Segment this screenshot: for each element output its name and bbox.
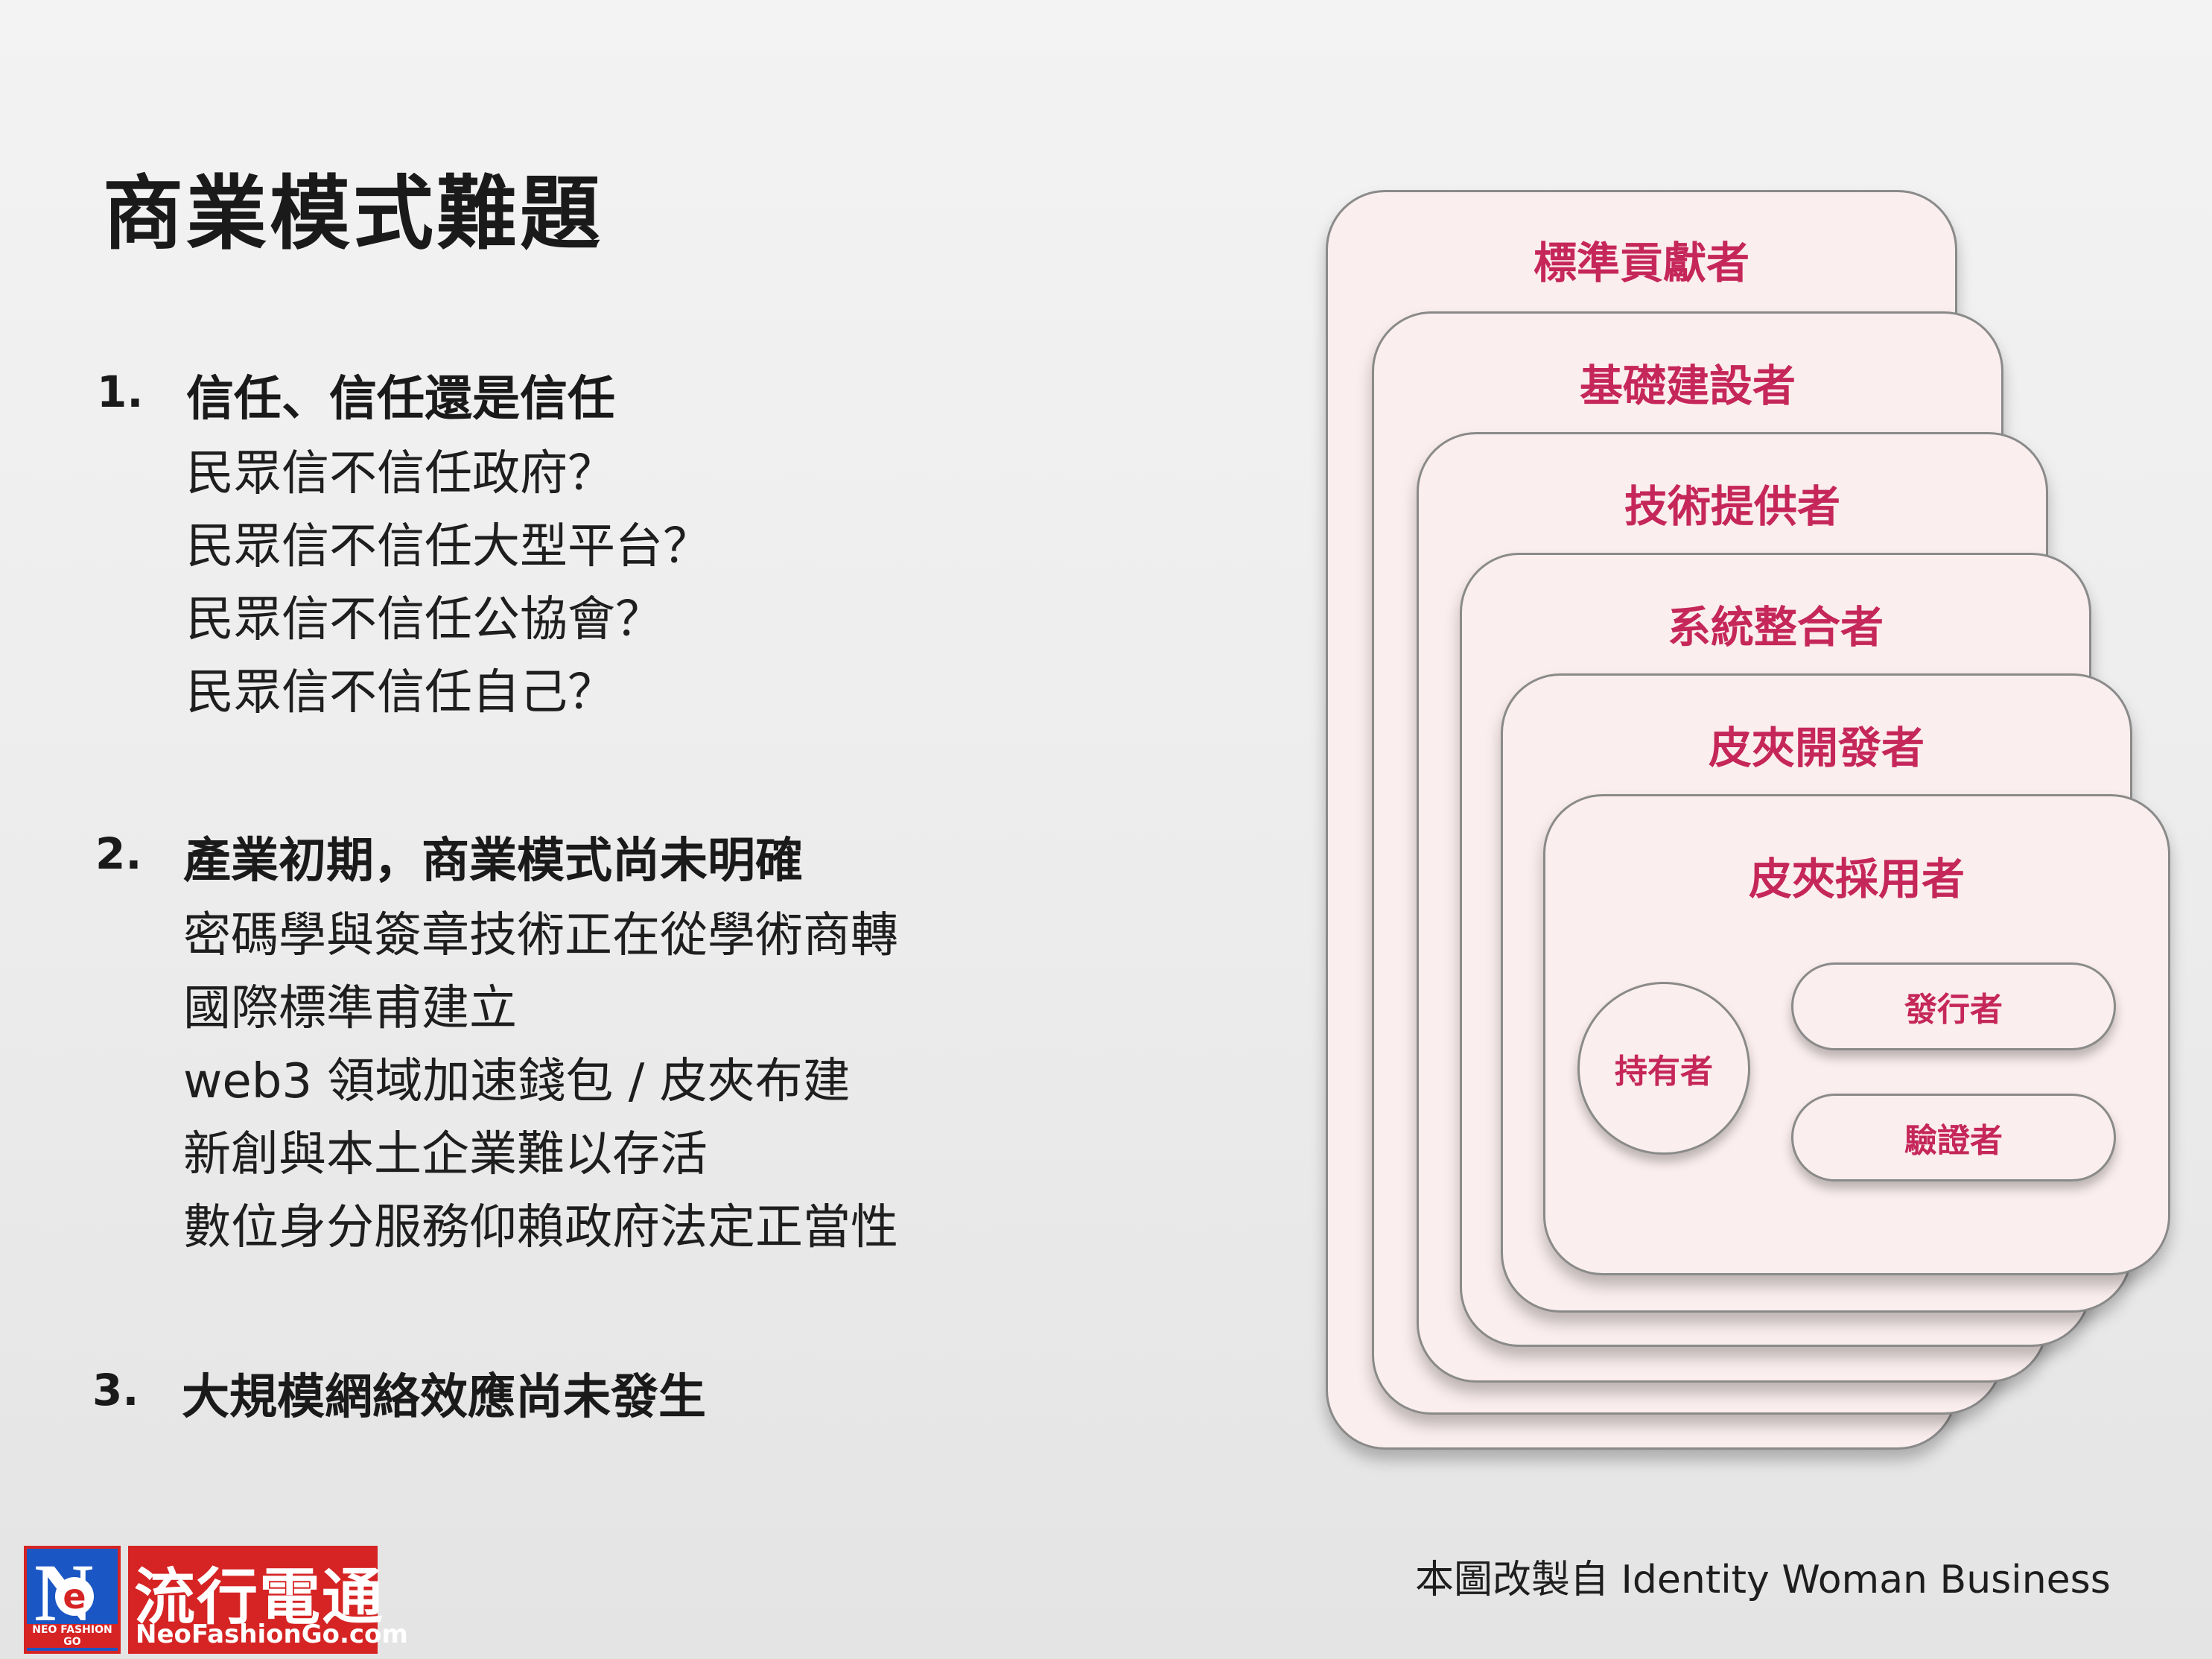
brand-logo: N e NEO FASHION GO 流行電通 NeoFashionGo.com: [24, 1546, 408, 1654]
logo-badge-sub: NEO FASHION GO: [27, 1624, 118, 1648]
section-heading: 信任、信任還是信任: [186, 372, 615, 427]
layer-label: 皮夾採用者: [1748, 854, 1965, 904]
holder-node: 持有者: [1577, 982, 1750, 1155]
section-line: 國際標準甫建立: [183, 981, 517, 1036]
section-line: 密碼學與簽章技術正在從學術商轉: [183, 908, 898, 963]
issuer-label: 發行者: [1904, 991, 2003, 1029]
layer-label: 皮夾開發者: [1708, 723, 1925, 773]
logo-badge: N e NEO FASHION GO: [24, 1546, 121, 1654]
issuer-node: 發行者: [1791, 962, 2116, 1050]
verifier-node: 驗證者: [1791, 1094, 2116, 1181]
section-number: 1.: [97, 367, 144, 417]
section-line: 民眾信不信任政府？: [186, 446, 615, 501]
section-line: 新創與本土企業難以存活: [183, 1127, 708, 1182]
logo-wordmark: 流行電通 NeoFashionGo.com: [128, 1546, 408, 1654]
layer-label: 標準貢獻者: [1533, 238, 1749, 288]
section-heading: 產業初期，商業模式尚未明確: [183, 834, 803, 889]
section-line: 數位身分服務仰賴政府法定正當性: [183, 1200, 898, 1255]
section-heading: 大規模網絡效應尚未發生: [182, 1370, 706, 1425]
verifier-label: 驗證者: [1904, 1122, 2003, 1160]
layer-label: 系統整合者: [1667, 602, 1884, 653]
layer-label: 基礎建設者: [1579, 361, 1796, 411]
logo-e-icon: e: [55, 1576, 94, 1617]
section-line: web3 領域加速錢包 / 皮夾布建: [183, 1054, 851, 1109]
diagram-caption: 本圖改製自 Identity Woman Business: [1415, 1558, 2111, 1602]
section-number: 3.: [92, 1365, 139, 1415]
logo-url: NeoFashionGo.com: [136, 1620, 408, 1649]
section-line: 民眾信不信任自己？: [186, 665, 615, 720]
section-line: 民眾信不信任大型平台？: [186, 519, 711, 574]
page-title: 商業模式難題: [103, 168, 604, 261]
logo-name: 流行電通: [134, 1562, 385, 1633]
holder-label: 持有者: [1615, 1053, 1713, 1091]
layer-label: 技術提供者: [1624, 481, 1840, 532]
section-number: 2.: [95, 828, 142, 879]
section-line: 民眾信不信任公協會？: [186, 592, 663, 647]
